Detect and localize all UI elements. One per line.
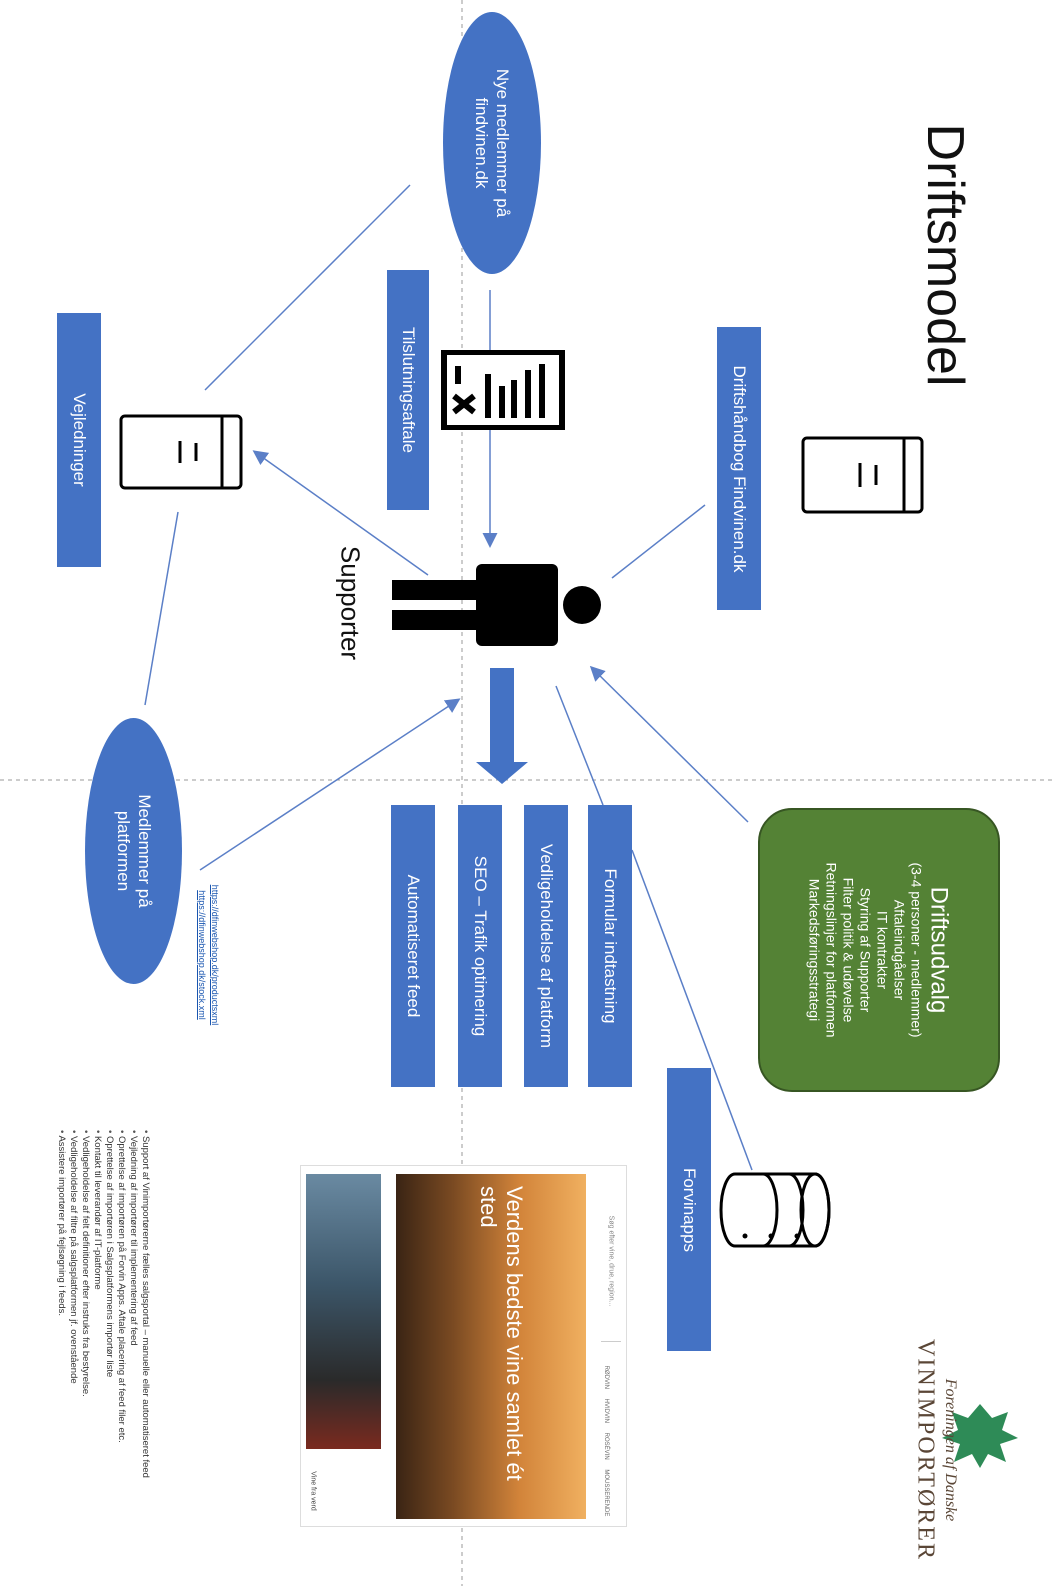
- website-screenshot: Verdens bedste vine samlet ét sted Søg e…: [300, 1165, 627, 1527]
- node-driftsudvalg: Driftsudvalg (3-4 personer - medlemmer) …: [758, 808, 1000, 1092]
- node-formular-indtastning: Formular indtastning: [588, 805, 632, 1087]
- site-nav: RØDVIN HVIDVIN ROSÉVIN MOUSSERENDE: [603, 1365, 609, 1517]
- node-nye-medlemmer: Nye medlemmer på findvinen.dk: [443, 12, 541, 274]
- search-input[interactable]: Søg efter vine, drue, region...: [601, 1181, 621, 1342]
- bullet-item: Vejledning af importører til implementer…: [127, 1130, 139, 1540]
- link-products-xml[interactable]: https://dfinwebshop.dk/productsxml: [209, 884, 220, 1026]
- hero-banner: [396, 1174, 586, 1519]
- node-vedligeholdelse: Vedligeholdelse af platform: [524, 805, 568, 1087]
- arrow-supporter-to-vejledninger: [252, 450, 429, 576]
- screenshot-caption: Vine fra verd: [309, 1471, 317, 1511]
- driftsudvalg-line: (3-4 personer - medlemmer): [908, 862, 925, 1038]
- driftsudvalg-line: Aftaleindgåelser: [891, 899, 908, 1001]
- node-medlemmer-paa-platformen: Medlemmer på platformen: [85, 718, 182, 984]
- database-icon: [719, 1172, 831, 1248]
- bullet-item: Kontakt til leverandør af IT-platforme: [91, 1130, 103, 1540]
- person-icon: [392, 564, 601, 646]
- supporter-label: Supporter: [335, 545, 366, 660]
- feed-links: https://dfinwebshop.dk/productsxml https…: [185, 870, 230, 1040]
- driftsudvalg-line: Styring af Supporter: [857, 887, 874, 1013]
- vine-leaf-icon: [942, 1404, 1018, 1468]
- hero-text: Verdens bedste vine samlet ét sted: [476, 1186, 527, 1481]
- node-driftshaandbog: Driftshåndbog Findvinen.dk: [717, 327, 761, 610]
- big-down-arrow: [476, 668, 528, 784]
- bullet-item: Oprettelse af importøren på Forvin Apps.…: [115, 1130, 127, 1540]
- connector-members-to-vejledninger: [204, 184, 411, 391]
- node-seo: SEO – Trafik optimering: [458, 805, 502, 1087]
- node-forvinapps: Forvinapps: [667, 1068, 711, 1351]
- driftsudvalg-title: Driftsudvalg: [925, 886, 953, 1014]
- driftsudvalg-line: IT kontrakter: [874, 910, 891, 990]
- driftsudvalg-line: Markedsføringsstrategi: [806, 878, 823, 1022]
- arrow-members-platform-to-supporter: [199, 698, 461, 871]
- bullet-item: Oprettelse af importøren i Salgsplatform…: [103, 1130, 115, 1540]
- guide-book-icon: [119, 414, 243, 490]
- bullet-item: Vedligeholdelse af filtre på salgsplatfo…: [67, 1130, 79, 1540]
- bullet-item: Support af Vinimportørerne fælles salgsp…: [139, 1130, 151, 1540]
- handbook-icon: [801, 436, 924, 514]
- driftsudvalg-line: Retningslinjer for platformen: [823, 862, 840, 1038]
- connector-formular-supporter: [555, 685, 604, 806]
- link-stock-xml[interactable]: https://dfinwebshop.dk/stock.xml: [196, 890, 207, 1020]
- vinimportorer-logo: VINIMPORTØRER Foreningen af Danske: [905, 1330, 1035, 1570]
- bullet-item: Assistere importører på fejlsøgning i fe…: [55, 1130, 67, 1540]
- arrow-driftsudvalg-to-supporter: [589, 665, 749, 823]
- connector-driftshaandbog-supporter: [611, 504, 706, 579]
- wine-photo: [306, 1174, 381, 1449]
- driftsudvalg-line: Filter politik & udøvelse: [840, 877, 857, 1023]
- node-automatiseret-feed: Automatiseret feed: [391, 805, 435, 1087]
- connector-formular-database: [631, 849, 753, 1171]
- node-tilslutningsaftale: Tilslutningsaftale: [387, 270, 429, 510]
- page-title: Driftsmodel: [916, 123, 974, 387]
- support-bullets: Support af Vinimportørerne fælles salgsp…: [40, 1125, 165, 1545]
- contract-icon: [441, 350, 565, 430]
- node-vejledninger: Vejledninger: [57, 313, 101, 567]
- bullet-item: Vedligeholdelse af felt definitioner eft…: [79, 1130, 91, 1540]
- connector-vejledninger-to-members: [144, 511, 179, 706]
